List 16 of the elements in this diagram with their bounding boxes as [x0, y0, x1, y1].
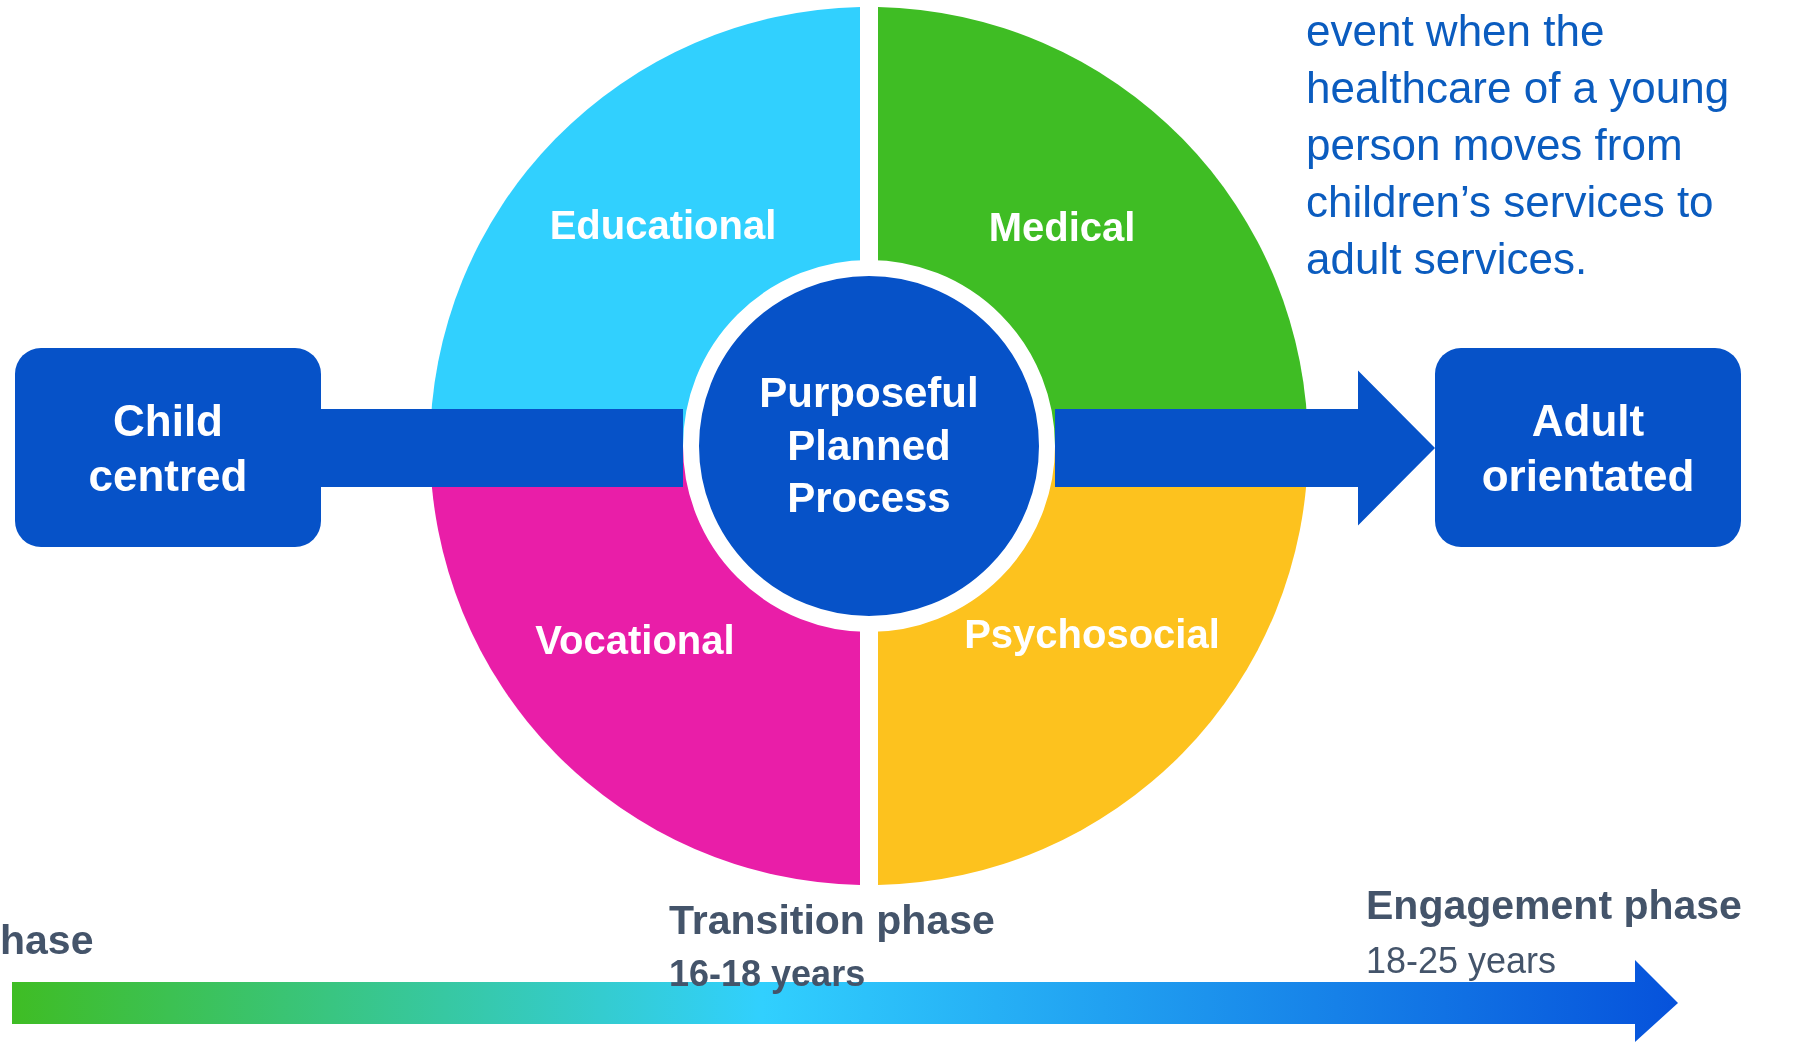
phase-label: hase	[0, 917, 94, 965]
segment-label: Medical	[988, 204, 1136, 250]
phase-label: Transition phase	[669, 897, 995, 945]
segment-label: Vocational	[535, 617, 735, 663]
segment-label: Educational	[549, 202, 777, 248]
stage-box	[15, 348, 321, 547]
segment-label: Psychosocial	[964, 611, 1220, 657]
definition-text: event when the healthcare of a young person moves from children’s services to adult services.	[1306, 5, 1731, 285]
band-connector	[321, 409, 683, 487]
node-text: Adult orientated	[1480, 394, 1696, 502]
age-range-label: 18-25 years	[1366, 940, 1557, 982]
node-text: Purposeful Planned Process	[758, 368, 980, 524]
band-arrow	[1055, 370, 1435, 526]
phase-label: Engagement phase	[1366, 882, 1742, 930]
node-text: Child centred	[87, 394, 249, 502]
stage-box	[1435, 348, 1741, 547]
